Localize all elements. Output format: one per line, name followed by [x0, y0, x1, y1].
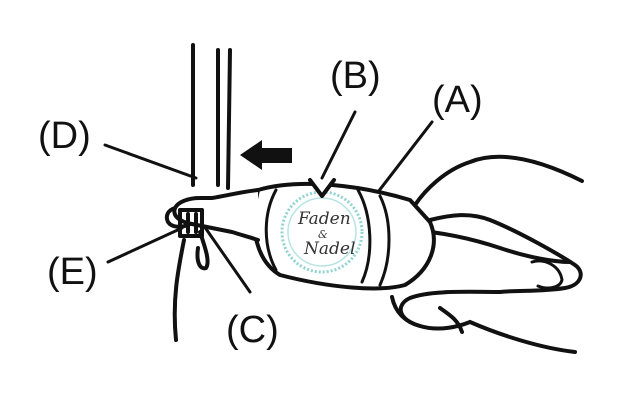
watermark-badge: Faden & Nadel — [280, 190, 364, 274]
thumb — [390, 295, 464, 334]
threader-hook-tip — [164, 206, 192, 229]
label-b: (B) — [330, 55, 381, 97]
label-a: (A) — [432, 79, 483, 121]
label-d: (D) — [38, 115, 91, 157]
leader-c — [202, 224, 252, 294]
label-c: (C) — [226, 309, 279, 351]
watermark-line1: Faden — [297, 209, 351, 229]
grip-ridge-1 — [356, 188, 372, 284]
grip-ridge-3 — [264, 188, 278, 272]
threader-notch — [308, 178, 336, 198]
leader-e — [106, 226, 184, 264]
grip-ridge-2 — [378, 194, 391, 287]
needle-bar-right — [226, 48, 232, 190]
leader-d — [103, 143, 198, 180]
finger-upper — [408, 228, 572, 264]
watermark-line3: Nadel — [303, 239, 355, 259]
thread-strand — [172, 238, 186, 342]
leader-b — [320, 110, 357, 180]
watermark-line2: & — [318, 228, 328, 241]
label-e: (E) — [47, 251, 98, 293]
thread-loop — [195, 230, 210, 271]
left-arrow-icon — [240, 140, 292, 170]
fingernail — [530, 259, 564, 290]
hand-outline — [398, 154, 584, 354]
leader-a — [376, 120, 434, 194]
